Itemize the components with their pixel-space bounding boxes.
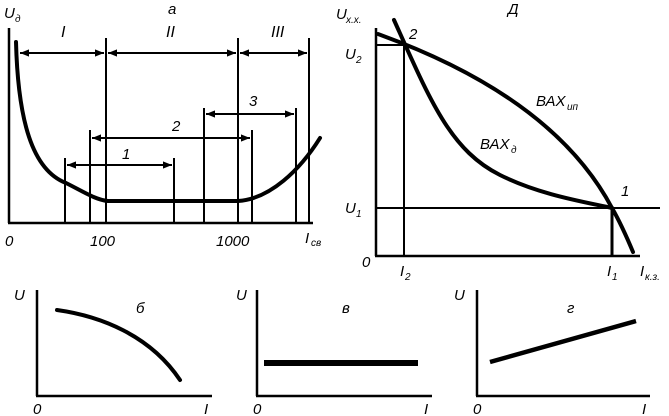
panel-a-tick-100: 100 <box>90 233 116 250</box>
zone-label-ii: II <box>166 24 175 41</box>
point-2-label: 2 <box>408 26 418 43</box>
panel-a-x-label: I <box>305 230 309 247</box>
panel-v: U в 0 I <box>236 287 432 416</box>
panel-a-letter: а <box>168 1 176 18</box>
panel-g-y-label: U <box>454 287 465 304</box>
panel-d-u2-sub: 2 <box>355 55 362 66</box>
panel-a: а U д I II III 3 2 1 0 <box>4 1 322 250</box>
panel-v-x-label: I <box>424 401 428 416</box>
panel-a-y-label: U <box>4 5 15 22</box>
zone-label-iii: III <box>271 24 285 41</box>
panel-a-x-label-sub: св <box>311 238 321 249</box>
point-1-label: 1 <box>621 183 629 200</box>
panel-a-tick-1000: 1000 <box>216 233 250 250</box>
vax-load-label: ВАХ <box>480 136 511 153</box>
panel-d-u1-label: U <box>345 200 356 217</box>
panel-d-origin: 0 <box>362 254 371 271</box>
vax-source-curve <box>376 32 635 254</box>
panel-b-letter: б <box>136 300 145 317</box>
panel-b-x-label: I <box>204 401 208 416</box>
range-label-1: 1 <box>122 146 130 163</box>
panel-d-u2-label: U <box>345 46 356 63</box>
panel-b-curve <box>55 308 182 382</box>
panel-g-letter: г <box>567 300 575 317</box>
range-label-3: 3 <box>249 93 258 110</box>
panel-d: Д U х.х. U 2 U 1 0 2 1 ВАХ ип ВАХ д I 2 … <box>336 1 660 283</box>
range-label-2: 2 <box>171 118 181 135</box>
panel-g-origin: 0 <box>473 401 482 416</box>
vax-load-curve <box>392 18 614 210</box>
panel-v-letter: в <box>342 300 350 317</box>
vax-load-sub: д <box>511 145 517 156</box>
panel-v-y-label: U <box>236 287 247 304</box>
vax-source-label: ВАХ <box>536 93 567 110</box>
i2-sub: 2 <box>404 272 411 283</box>
ikz-label: I <box>640 263 644 280</box>
panel-d-y-label-sub: х.х. <box>345 15 362 26</box>
panel-v-origin: 0 <box>253 401 262 416</box>
zone-label-i: I <box>61 24 66 41</box>
panel-g-line <box>489 318 637 365</box>
panel-b-y-label: U <box>14 287 25 304</box>
panel-d-letter: Д <box>506 1 519 18</box>
ikz-sub: к.з. <box>645 272 660 283</box>
i1-label: I <box>607 263 611 280</box>
panel-a-y-label-sub: д <box>15 14 21 25</box>
panel-b-origin: 0 <box>33 401 42 416</box>
panel-d-u1-sub: 1 <box>356 209 362 220</box>
panel-b: U б 0 I <box>14 287 212 416</box>
panel-g: U г 0 I <box>454 287 650 416</box>
panel-a-tick-0: 0 <box>5 233 14 250</box>
panel-a-curve <box>14 40 322 203</box>
panel-d-y-label: U <box>336 6 347 23</box>
i1-sub: 1 <box>612 272 618 283</box>
panel-g-x-label: I <box>642 401 646 416</box>
vax-source-sub: ип <box>567 102 579 113</box>
i2-label: I <box>400 263 404 280</box>
